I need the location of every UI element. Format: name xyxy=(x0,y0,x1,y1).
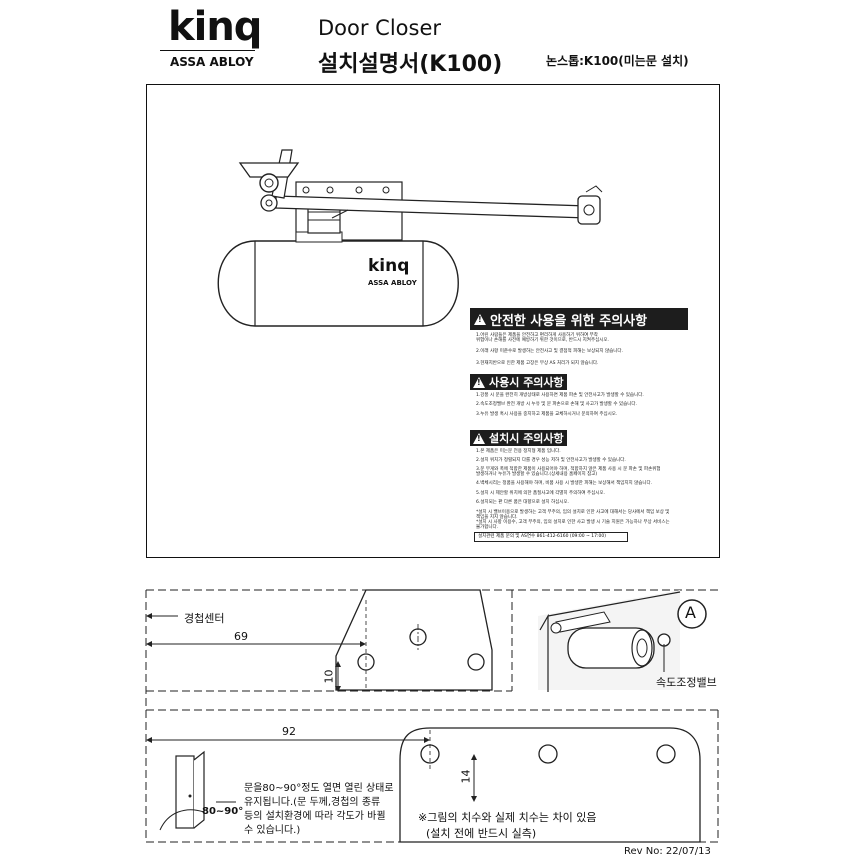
revision-number: Rev No: 22/07/13 xyxy=(624,846,711,857)
install-caution-item: *설치 시 밸브이용으로 발생하는 고객 부주의, 임의 설치로 인한 사고에 … xyxy=(476,510,670,515)
dimension-92: 92 xyxy=(282,725,296,738)
dimension-14: 14 xyxy=(459,769,473,784)
warning-icon xyxy=(473,432,485,444)
install-caution-item: 책임을 지지 않습니다. xyxy=(476,515,518,520)
product-illustration-panel xyxy=(146,84,720,558)
caution-note-line: ※그림의 치수와 실제 치수는 차이 있음 xyxy=(418,811,597,824)
safety-item: 2.이래 사항 미준수로 발생하는 안전사고 및 결점적 피해는 보상되지 않습… xyxy=(476,349,623,354)
opening-note-line: 유지됩니다.(문 두께,경첩의 종류 xyxy=(244,797,381,808)
use-caution-item: 2.속도조정밸브 완전 개방 시 누유 및 문 파손으로 손해 및 사고가 발생… xyxy=(476,402,637,407)
opening-note-line: 수 있습니다.) xyxy=(244,825,301,836)
safety-heading-text: 안전한 사용을 위한 주의사항 xyxy=(490,313,648,329)
title-korean: 설치설명서(K100) xyxy=(318,52,503,77)
opening-note-line: 등의 설치환경에 따라 각도가 바뀔 xyxy=(244,811,386,822)
safety-item: 위험이나 손해를 사전에 예방하기 위한 것이므로, 반드시 지켜주십시오. xyxy=(476,338,609,343)
use-caution-heading-text: 사용시 주의사항 xyxy=(489,376,564,389)
install-caution-item: 불가합니다. xyxy=(476,525,499,530)
closer-brand-logo: kinq xyxy=(368,256,410,276)
install-caution-item: 4.벽체시리는 정품을 사용해야 하며, 비품 사용 시 발생한 피해는 보상해… xyxy=(476,481,653,486)
install-caution-item: 2.설치 위치가 정렬되지 다를 경우 성능 저하 및 안전사고가 발생할 수 … xyxy=(476,458,626,463)
safety-item: 1.어린 사람들은 제품을 안전하고 편리하게 사용하기 위하여 부착 xyxy=(476,333,598,338)
install-caution-item: 5.설치 시 제안할 위치에 의한 품질사고에 각별히 주의하여 주십시오. xyxy=(476,491,605,496)
warning-icon xyxy=(473,376,485,388)
support-contact: 설치관련 제품 문의 및 AS연수 861-412-6160 (09:00 ~ … xyxy=(474,532,628,542)
warning-icon xyxy=(474,313,486,325)
dimension-69: 69 xyxy=(234,630,248,643)
safety-heading: 안전한 사용을 위한 주의사항 xyxy=(470,308,688,330)
opening-note-line: 문을80~90°정도 열면 열린 상태로 xyxy=(244,783,394,794)
model-spec: 논스톱:K100(미는문 설치) xyxy=(546,54,689,68)
hinge-center-label: 경첩센터 xyxy=(184,612,225,625)
install-caution-item: 6.설치되는 판 다른 품은 대향으로 설치 하십시오. xyxy=(476,500,569,505)
install-caution-item: 1.본 제품은 미는문 전용 정지형 제품 입니다. xyxy=(476,449,561,454)
opening-angle-note: 문을80~90°정도 열면 열린 상태로 유지됩니다.(문 두께,경첩의 종류 … xyxy=(244,782,394,838)
safety-item: 3.현재지반으로 인한 제품 고장은 무상 AS 처리가 되지 않습니다. xyxy=(476,361,599,366)
use-caution-heading: 사용시 주의사항 xyxy=(470,374,567,390)
use-caution-item: 3.누유 발생 혹시 사용을 중지하고 제품을 교체하시거나 문의하여 주십시오… xyxy=(476,412,618,417)
install-caution-item: 발생하거나 누유가 발생할 수 있습니다.(상세내용 홈페이지 참고) xyxy=(476,472,598,477)
install-caution-heading: 설치시 주의사항 xyxy=(470,430,567,446)
title-english: Door Closer xyxy=(318,16,442,40)
install-caution-item: *설치 시 사항 이용수, 고객 부주의, 임의 설치로 인한 사고 발생 시 … xyxy=(476,520,670,525)
use-caution-item: 1.강풍 시 문을 완전히 개방상태로 사용하면 제품 파손 및 안전사고가 발… xyxy=(476,393,644,398)
install-caution-item: 3.문 무게와 폭에 적합한 제품이 사용되어야 하며, 적합하지 않은 제품 … xyxy=(476,467,661,472)
dimension-10: 10 xyxy=(322,669,336,684)
logo-divider xyxy=(160,50,255,51)
dimension-caution-note: ※그림의 치수와 실제 치수는 차이 있음 (설치 전에 반드시 실측) xyxy=(418,810,597,842)
closer-sub-brand: ASSA ABLOY xyxy=(368,279,417,287)
caution-note-line: (설치 전에 반드시 실측) xyxy=(426,827,537,840)
sub-brand-logo: ASSA ABLOY xyxy=(170,55,254,69)
brand-logo: kinq xyxy=(168,4,262,50)
detail-marker-a: A xyxy=(685,603,696,622)
speed-valve-label: 속도조정밸브 xyxy=(656,676,717,689)
install-caution-heading-text: 설치시 주의사항 xyxy=(489,432,564,445)
angle-label: 80~90° xyxy=(202,806,244,817)
